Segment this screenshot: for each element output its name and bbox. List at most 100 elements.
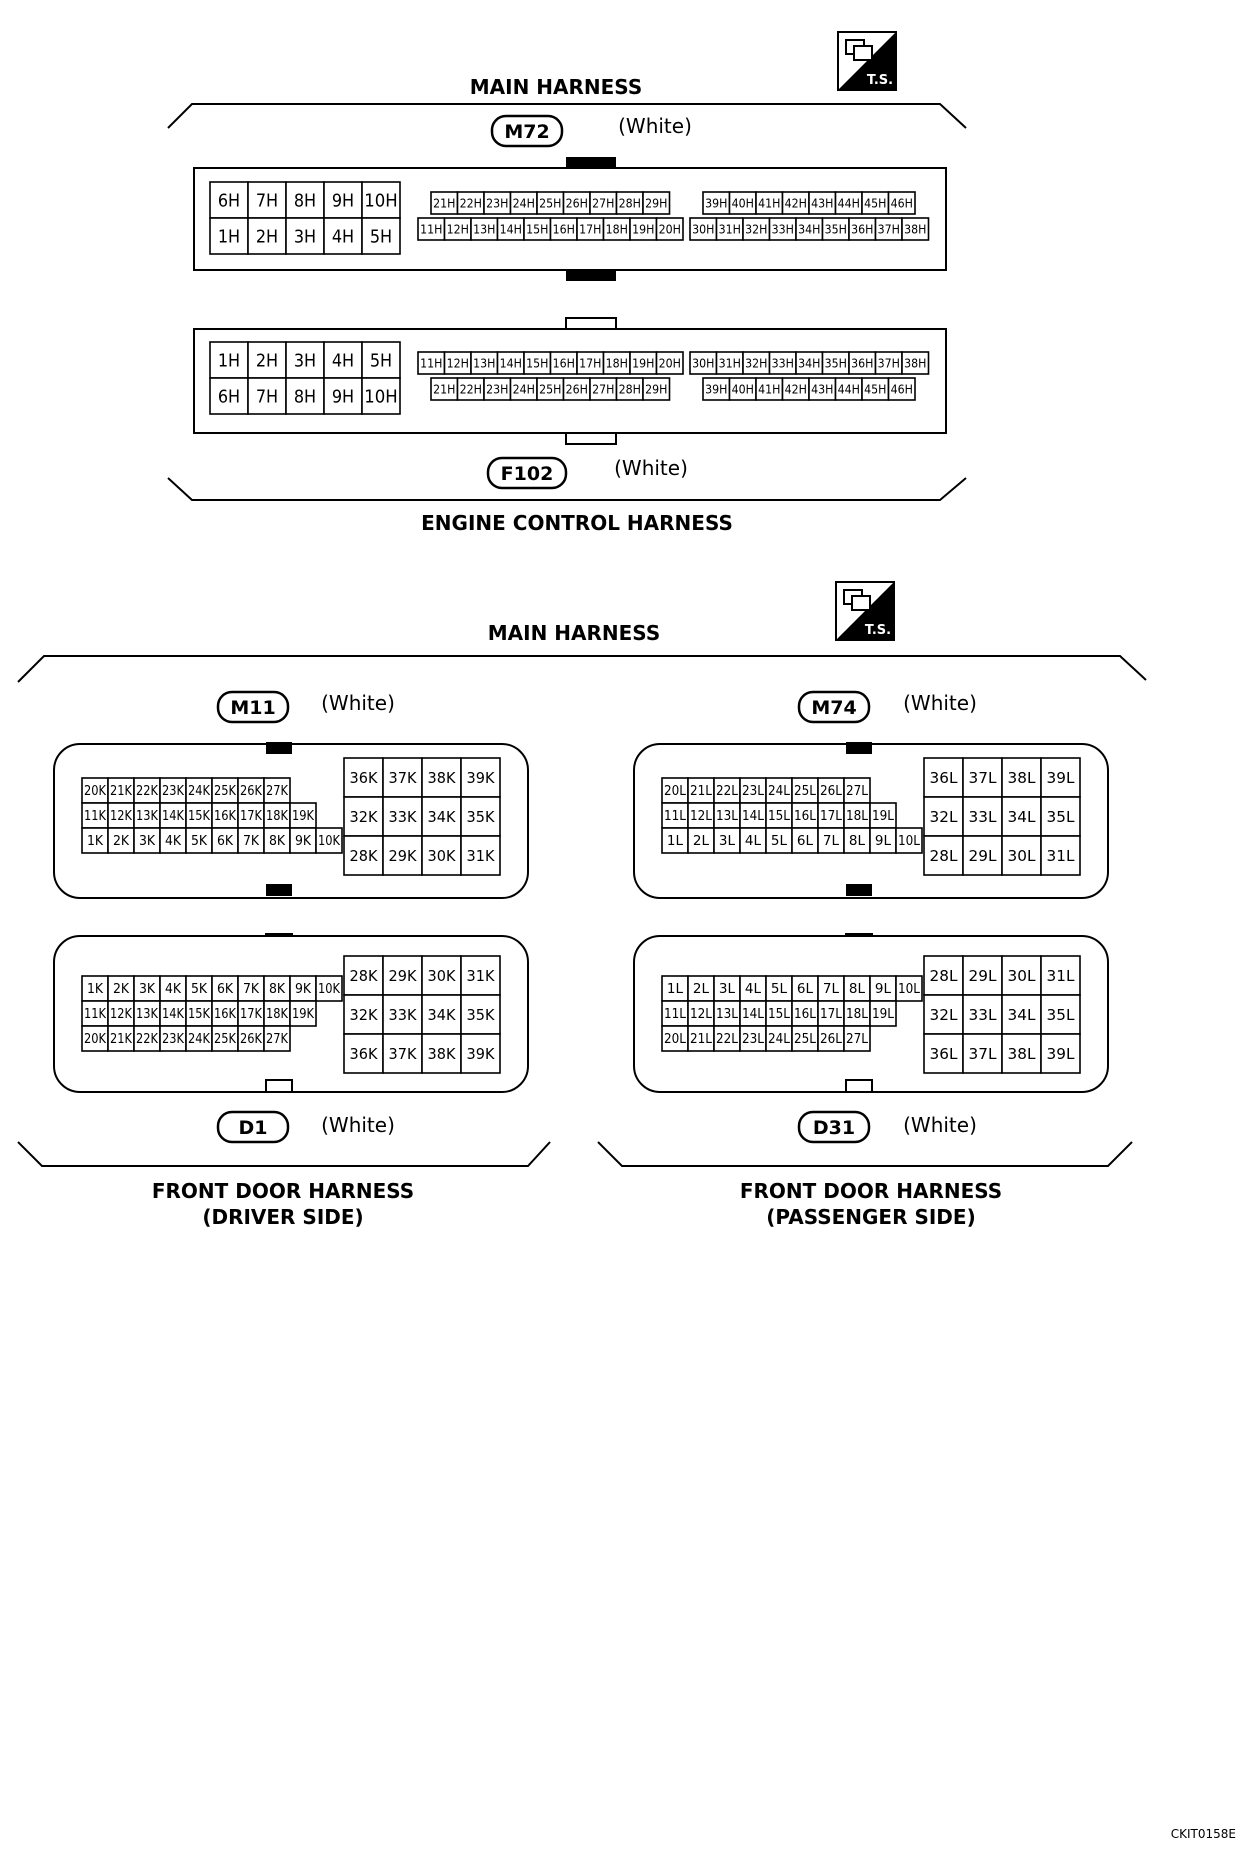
pin-label: 6K [217, 834, 234, 849]
pin-cell [323, 181, 363, 219]
pin-label: 28H [619, 196, 641, 210]
pin-label: 4K [165, 982, 182, 997]
pin-label: 23L [742, 1032, 765, 1047]
pin-cell [923, 994, 964, 1035]
pin-label: 5H [370, 350, 392, 371]
pin-cell [661, 1025, 689, 1052]
d31-code-badge [797, 1110, 871, 1144]
pin-cell [361, 181, 401, 219]
pin-cell [642, 191, 671, 215]
pin-label: 33K [389, 1006, 418, 1024]
pin-cell [343, 994, 384, 1035]
pin-cell [895, 975, 923, 1002]
pin-label: 16K [214, 809, 236, 824]
pin-label: 3K [139, 834, 156, 849]
pin-label: 41H [758, 382, 780, 396]
pin-label: 17L [820, 809, 843, 824]
pin-label: 37H [878, 222, 900, 236]
pin-cell [247, 341, 287, 379]
pin-cell [81, 975, 109, 1002]
pin-label: 15K [188, 809, 210, 824]
pin-label: 27L [846, 784, 869, 799]
pin-label: 38H [904, 356, 926, 370]
pin-label: 25K [214, 784, 236, 799]
pin-label: 13H [473, 356, 495, 370]
pin-label: 7K [243, 982, 260, 997]
pin-cell [185, 827, 213, 854]
pin-label: 7K [243, 834, 260, 849]
pin-cell [209, 341, 249, 379]
pin-label: 18K [266, 809, 288, 824]
pin-label: 8L [849, 982, 866, 997]
pin-label: 2K [113, 982, 130, 997]
pin-label: 29L [969, 847, 998, 865]
pin-label: 31H [719, 356, 741, 370]
pin-cell [361, 217, 401, 255]
pin-label: 20H [659, 222, 681, 236]
pin-cell [1040, 955, 1081, 996]
pin-label: 20K [84, 784, 106, 799]
pin-label: 39H [705, 196, 727, 210]
pin-cell [843, 1000, 871, 1027]
pin-label: 9K [295, 834, 312, 849]
pin-label: 12L [690, 809, 713, 824]
pin-label: 34L [1008, 808, 1037, 826]
pin-label: 30K [428, 967, 457, 985]
pin-label: 25L [794, 1032, 817, 1047]
pin-label: 11H [420, 222, 442, 236]
pin-cell [263, 1000, 291, 1027]
pin-label: 21H [433, 382, 455, 396]
m72-lock-bottom [566, 270, 616, 281]
pin-label: 30K [428, 847, 457, 865]
pin-cell [887, 191, 916, 215]
m74-code: M74 [811, 697, 856, 719]
pin-label: 11H [420, 356, 442, 370]
pin-label: 29K [389, 967, 418, 985]
pin-label: 32K [350, 808, 379, 826]
pin-label: 36L [930, 1045, 959, 1063]
pin-label: 2L [693, 834, 710, 849]
pin-label: 26L [820, 1032, 843, 1047]
pin-label: 19H [632, 356, 654, 370]
pin-label: 1L [667, 982, 684, 997]
pin-cell [343, 1033, 384, 1074]
main-harness-title-top: MAIN HARNESS [470, 75, 642, 99]
pin-label: 31L [1047, 967, 1076, 985]
pin-label: 25L [794, 784, 817, 799]
main-harness-title-bottom: MAIN HARNESS [488, 621, 660, 645]
d31-color: (White) [903, 1113, 977, 1137]
pin-label: 15L [768, 809, 791, 824]
pin-label: 26K [240, 1032, 262, 1047]
pin-cell [739, 1025, 767, 1052]
pin-label: 18L [846, 1007, 869, 1022]
pin-label: 40H [732, 196, 754, 210]
pin-cell [185, 777, 213, 804]
pin-cell [655, 217, 684, 241]
pin-label: 43H [811, 196, 833, 210]
pin-label: 12H [447, 356, 469, 370]
pin-label: 36H [851, 356, 873, 370]
pin-cell [343, 796, 384, 837]
pin-cell [687, 827, 715, 854]
pin-label: 34H [798, 222, 820, 236]
pin-label: 30L [1008, 847, 1037, 865]
pin-label: 22H [460, 196, 482, 210]
pin-cell [791, 802, 819, 829]
pin-label: 22K [136, 784, 158, 799]
pin-label: 27H [592, 196, 614, 210]
pin-label: 16H [553, 356, 575, 370]
pin-label: 44H [838, 196, 860, 210]
pin-cell [869, 1000, 897, 1027]
pin-label: 35K [467, 808, 496, 826]
pin-label: 22H [460, 382, 482, 396]
pin-cell [343, 955, 384, 996]
pin-cell [133, 827, 161, 854]
pin-label: 6H [218, 190, 240, 211]
pin-label: 31K [467, 967, 496, 985]
pin-cell [460, 835, 501, 876]
main-harness-bracket-top [167, 103, 967, 129]
pin-label: 46H [891, 382, 913, 396]
